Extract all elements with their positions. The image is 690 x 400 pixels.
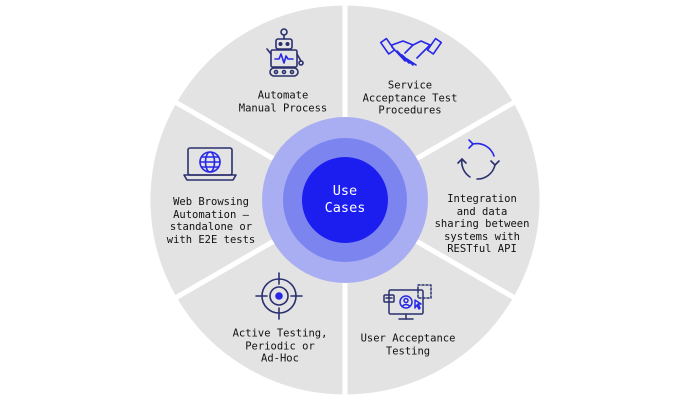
robot-icon xyxy=(266,28,304,77)
target-icon xyxy=(255,272,303,320)
center-core xyxy=(302,157,388,243)
segment-label-active-testing: Active Testing, Periodic or Ad-Hoc xyxy=(232,327,328,365)
wheel-segment-2 xyxy=(342,99,545,301)
segment-label-service-acceptance-test: Service Acceptance Test Procedures xyxy=(362,79,458,117)
handshake-icon xyxy=(379,37,443,66)
segment-label-web-browsing-automation: Web Browsing Automation – standalone or … xyxy=(166,196,256,246)
center-label: Use Cases xyxy=(324,183,366,216)
segment-label-user-acceptance-testing: User Acceptance Testing xyxy=(360,332,456,358)
wheel-segment-5 xyxy=(145,99,348,301)
segment-label-automate-manual-process: Automate Manual Process xyxy=(238,89,328,115)
user-testing-screen-icon xyxy=(383,284,432,320)
segment-label-integration-restful-api: Integration and data sharing between sys… xyxy=(434,192,530,255)
laptop-globe-icon xyxy=(183,147,237,181)
sync-arrows-icon xyxy=(457,139,500,180)
